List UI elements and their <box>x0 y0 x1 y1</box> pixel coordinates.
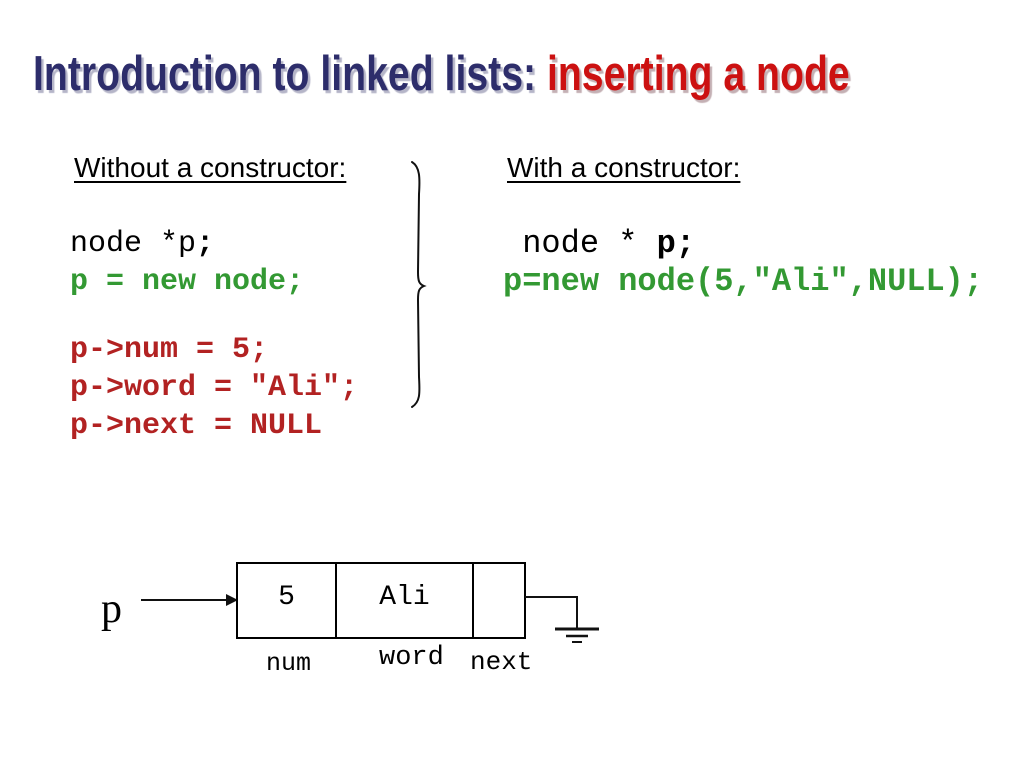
code-right-declaration-var: p; <box>656 225 696 262</box>
heading-without-constructor: Without a constructor: <box>74 152 347 183</box>
node-word-value: Ali <box>379 582 430 613</box>
code-left-assign-num: p->num = 5; <box>70 333 269 367</box>
code-left-assign-next: p->next = NULL <box>70 409 323 443</box>
title-accent-text: inserting a node <box>546 47 850 101</box>
code-left-declaration: node *p; <box>70 226 214 262</box>
pointer-label-p: p <box>101 586 122 632</box>
code-left-declaration-semicolon: ; <box>196 227 215 261</box>
pointer-arrow <box>141 594 238 606</box>
field-label-word: word <box>379 643 444 673</box>
code-right-declaration-text: node * <box>503 225 657 262</box>
field-label-next: next <box>470 647 533 677</box>
node-cell-num: 5 <box>238 564 337 637</box>
code-right-declaration: node * p; <box>503 226 695 262</box>
code-left-alloc: p = new node; <box>70 265 305 299</box>
code-left-declaration-text: node *p <box>70 227 197 261</box>
code-right-constructor-call: p=new node(5,"Ali",NULL); <box>503 263 984 300</box>
page-title: Introduction to linked lists: inserting … <box>33 47 850 102</box>
node-box: 5 Ali <box>236 562 526 639</box>
node-cell-word: Ali <box>337 564 474 637</box>
node-num-value: 5 <box>278 582 295 613</box>
curly-brace-shape <box>411 161 427 408</box>
heading-with-constructor: With a constructor: <box>507 152 741 183</box>
null-ground-symbol <box>525 596 599 643</box>
node-cell-next <box>474 564 524 637</box>
code-left-assign-word: p->word = "Ali"; <box>70 371 359 405</box>
field-label-num: num <box>266 649 312 678</box>
title-main-text: Introduction to linked lists: <box>33 47 547 101</box>
